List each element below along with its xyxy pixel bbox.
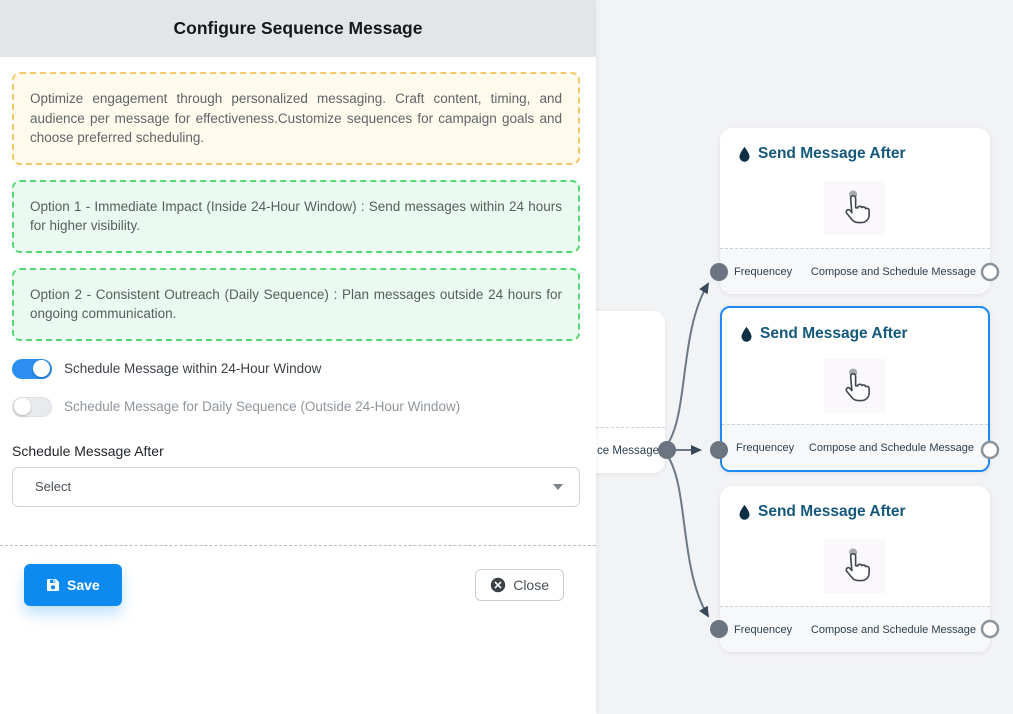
send-message-after-node-1[interactable]: Send Message After Frequencey Compose an… xyxy=(720,128,990,294)
toggle-knob xyxy=(14,398,31,416)
toggle-daily-sequence[interactable] xyxy=(12,396,52,417)
droplet-icon xyxy=(739,146,750,162)
select-placeholder: Select xyxy=(35,479,72,495)
edge-to-node-3 xyxy=(666,454,710,618)
edge-to-node-1 xyxy=(666,282,710,446)
save-icon xyxy=(47,578,59,591)
schedule-after-label: Schedule Message After xyxy=(12,442,164,459)
toggle-row-24h: Schedule Message within 24-Hour Window xyxy=(12,357,580,381)
toggle-knob xyxy=(33,360,50,378)
upstream-node-partial[interactable]: ce Message xyxy=(596,311,665,473)
hand-pointer-icon[interactable] xyxy=(824,539,886,593)
panel-header: Configure Sequence Message xyxy=(0,0,596,57)
input-port-label: Frequencey xyxy=(734,265,793,278)
droplet-icon xyxy=(741,326,752,342)
output-port-label: Compose and Schedule Message xyxy=(810,265,976,278)
toggle-daily-label: Schedule Message for Daily Sequence (Out… xyxy=(64,399,461,415)
hand-pointer-icon[interactable] xyxy=(824,359,886,413)
node-title: Send Message After xyxy=(760,325,908,342)
upstream-node-port-label: ce Message xyxy=(596,427,665,473)
panel-title: Configure Sequence Message xyxy=(173,18,423,38)
hand-pointer-icon[interactable] xyxy=(824,181,886,235)
option1-note: Option 1 - Immediate Impact (Inside 24-H… xyxy=(12,179,580,253)
toggle-24h-label: Schedule Message within 24-Hour Window xyxy=(64,361,322,377)
input-port-label: Frequencey xyxy=(734,623,793,636)
send-message-after-node-3[interactable]: Send Message After Frequencey Compose an… xyxy=(720,486,990,652)
output-port-label: Compose and Schedule Message xyxy=(810,623,976,636)
droplet-icon xyxy=(739,504,750,520)
footer-divider xyxy=(0,544,596,546)
toggle-24h-window[interactable] xyxy=(12,358,52,379)
save-button[interactable]: Save xyxy=(24,563,122,606)
node-title: Send Message After xyxy=(758,503,906,520)
intro-note: Optimize engagement through personalized… xyxy=(12,72,580,165)
close-icon xyxy=(491,577,506,593)
send-message-after-node-2-selected[interactable]: Send Message After Frequencey Compose an… xyxy=(720,306,990,472)
chevron-down-icon xyxy=(553,483,563,490)
output-port-label: Compose and Schedule Message xyxy=(808,441,974,454)
toggle-row-daily: Schedule Message for Daily Sequence (Out… xyxy=(12,395,580,419)
close-button-label: Close xyxy=(513,576,549,593)
schedule-after-select[interactable]: Select xyxy=(12,466,580,507)
save-button-label: Save xyxy=(67,576,100,593)
input-port-label: Frequencey xyxy=(736,441,795,454)
flow-canvas[interactable]: ce Message Send Message After Frequencey… xyxy=(596,0,1013,714)
node-title: Send Message After xyxy=(758,145,906,162)
configure-sequence-panel: Configure Sequence Message Optimize enga… xyxy=(0,0,596,714)
close-button[interactable]: Close xyxy=(475,568,564,601)
option2-note: Option 2 - Consistent Outreach (Daily Se… xyxy=(12,267,580,341)
